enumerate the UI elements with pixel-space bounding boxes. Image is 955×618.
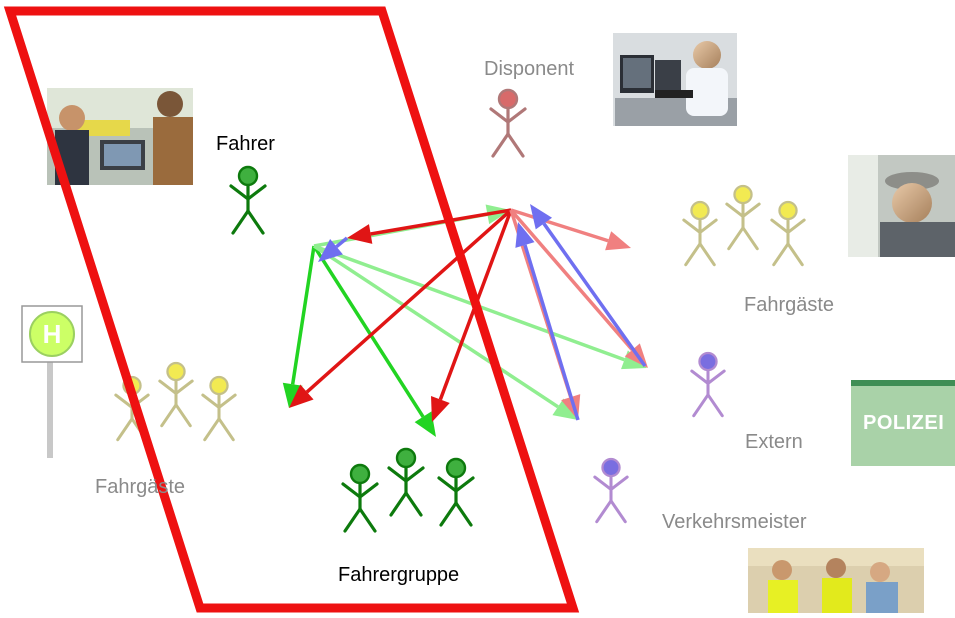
fahrer-figure-icon [229, 165, 267, 235]
driver-photo [47, 88, 193, 185]
dispatcher-photo [613, 33, 737, 126]
driver-domain-frame [3, 6, 580, 613]
arrow-extern-to-disponent [530, 204, 647, 368]
actor-figures [114, 88, 806, 533]
arrow-fahrer-to-fahrergruppe [312, 245, 436, 437]
passenger-photo [848, 155, 955, 257]
svg-text:H: H [43, 319, 62, 349]
arrow-disponent-to-fahrgaeste [510, 208, 631, 251]
passenger-figure-icon [682, 200, 718, 267]
communication-arrows [282, 204, 648, 437]
arrow-disponent-to-fahrer [347, 208, 512, 244]
fahrergruppe-figure-icon [437, 457, 475, 527]
passenger-figure-icon [158, 361, 194, 428]
arrow-to-fahrer [318, 236, 349, 262]
arrow-disponent-to-fahrergaeste [289, 208, 513, 408]
passenger-figure-icon [725, 184, 761, 251]
label-fahrgaeste-left: Fahrgäste [95, 476, 186, 498]
label-extern: Extern [745, 431, 803, 453]
extern-figure-icon [690, 351, 726, 418]
supervisor-photo [748, 548, 924, 613]
label-fahrgaeste-right: Fahrgäste [744, 294, 835, 316]
passenger-figure-icon [201, 375, 237, 442]
label-disponent: Disponent [484, 58, 575, 80]
fahrergruppe-figure-icon [387, 447, 425, 517]
label-fahrer: Fahrer [216, 133, 275, 155]
label-verkehrsmeister: Verkehrsmeister [662, 511, 807, 533]
disponent-figure-icon [489, 88, 527, 158]
passenger-figure-icon [770, 200, 806, 267]
police-sign-text: POLIZEI [863, 412, 945, 434]
fahrergruppe-figure-icon [341, 463, 379, 533]
label-fahrergruppe: Fahrergruppe [338, 564, 460, 586]
police-sign: POLIZEI [851, 380, 955, 466]
bus-stop-sign-icon: H [21, 305, 83, 458]
arrow-fahrer-to-fahrergaeste [282, 245, 316, 408]
verkehrsmeister-figure-icon [593, 457, 629, 524]
arrow-fahrer-to-verkehrsmeister [313, 244, 578, 420]
arrow-verkehrsmeister-to-disponent [515, 222, 580, 421]
